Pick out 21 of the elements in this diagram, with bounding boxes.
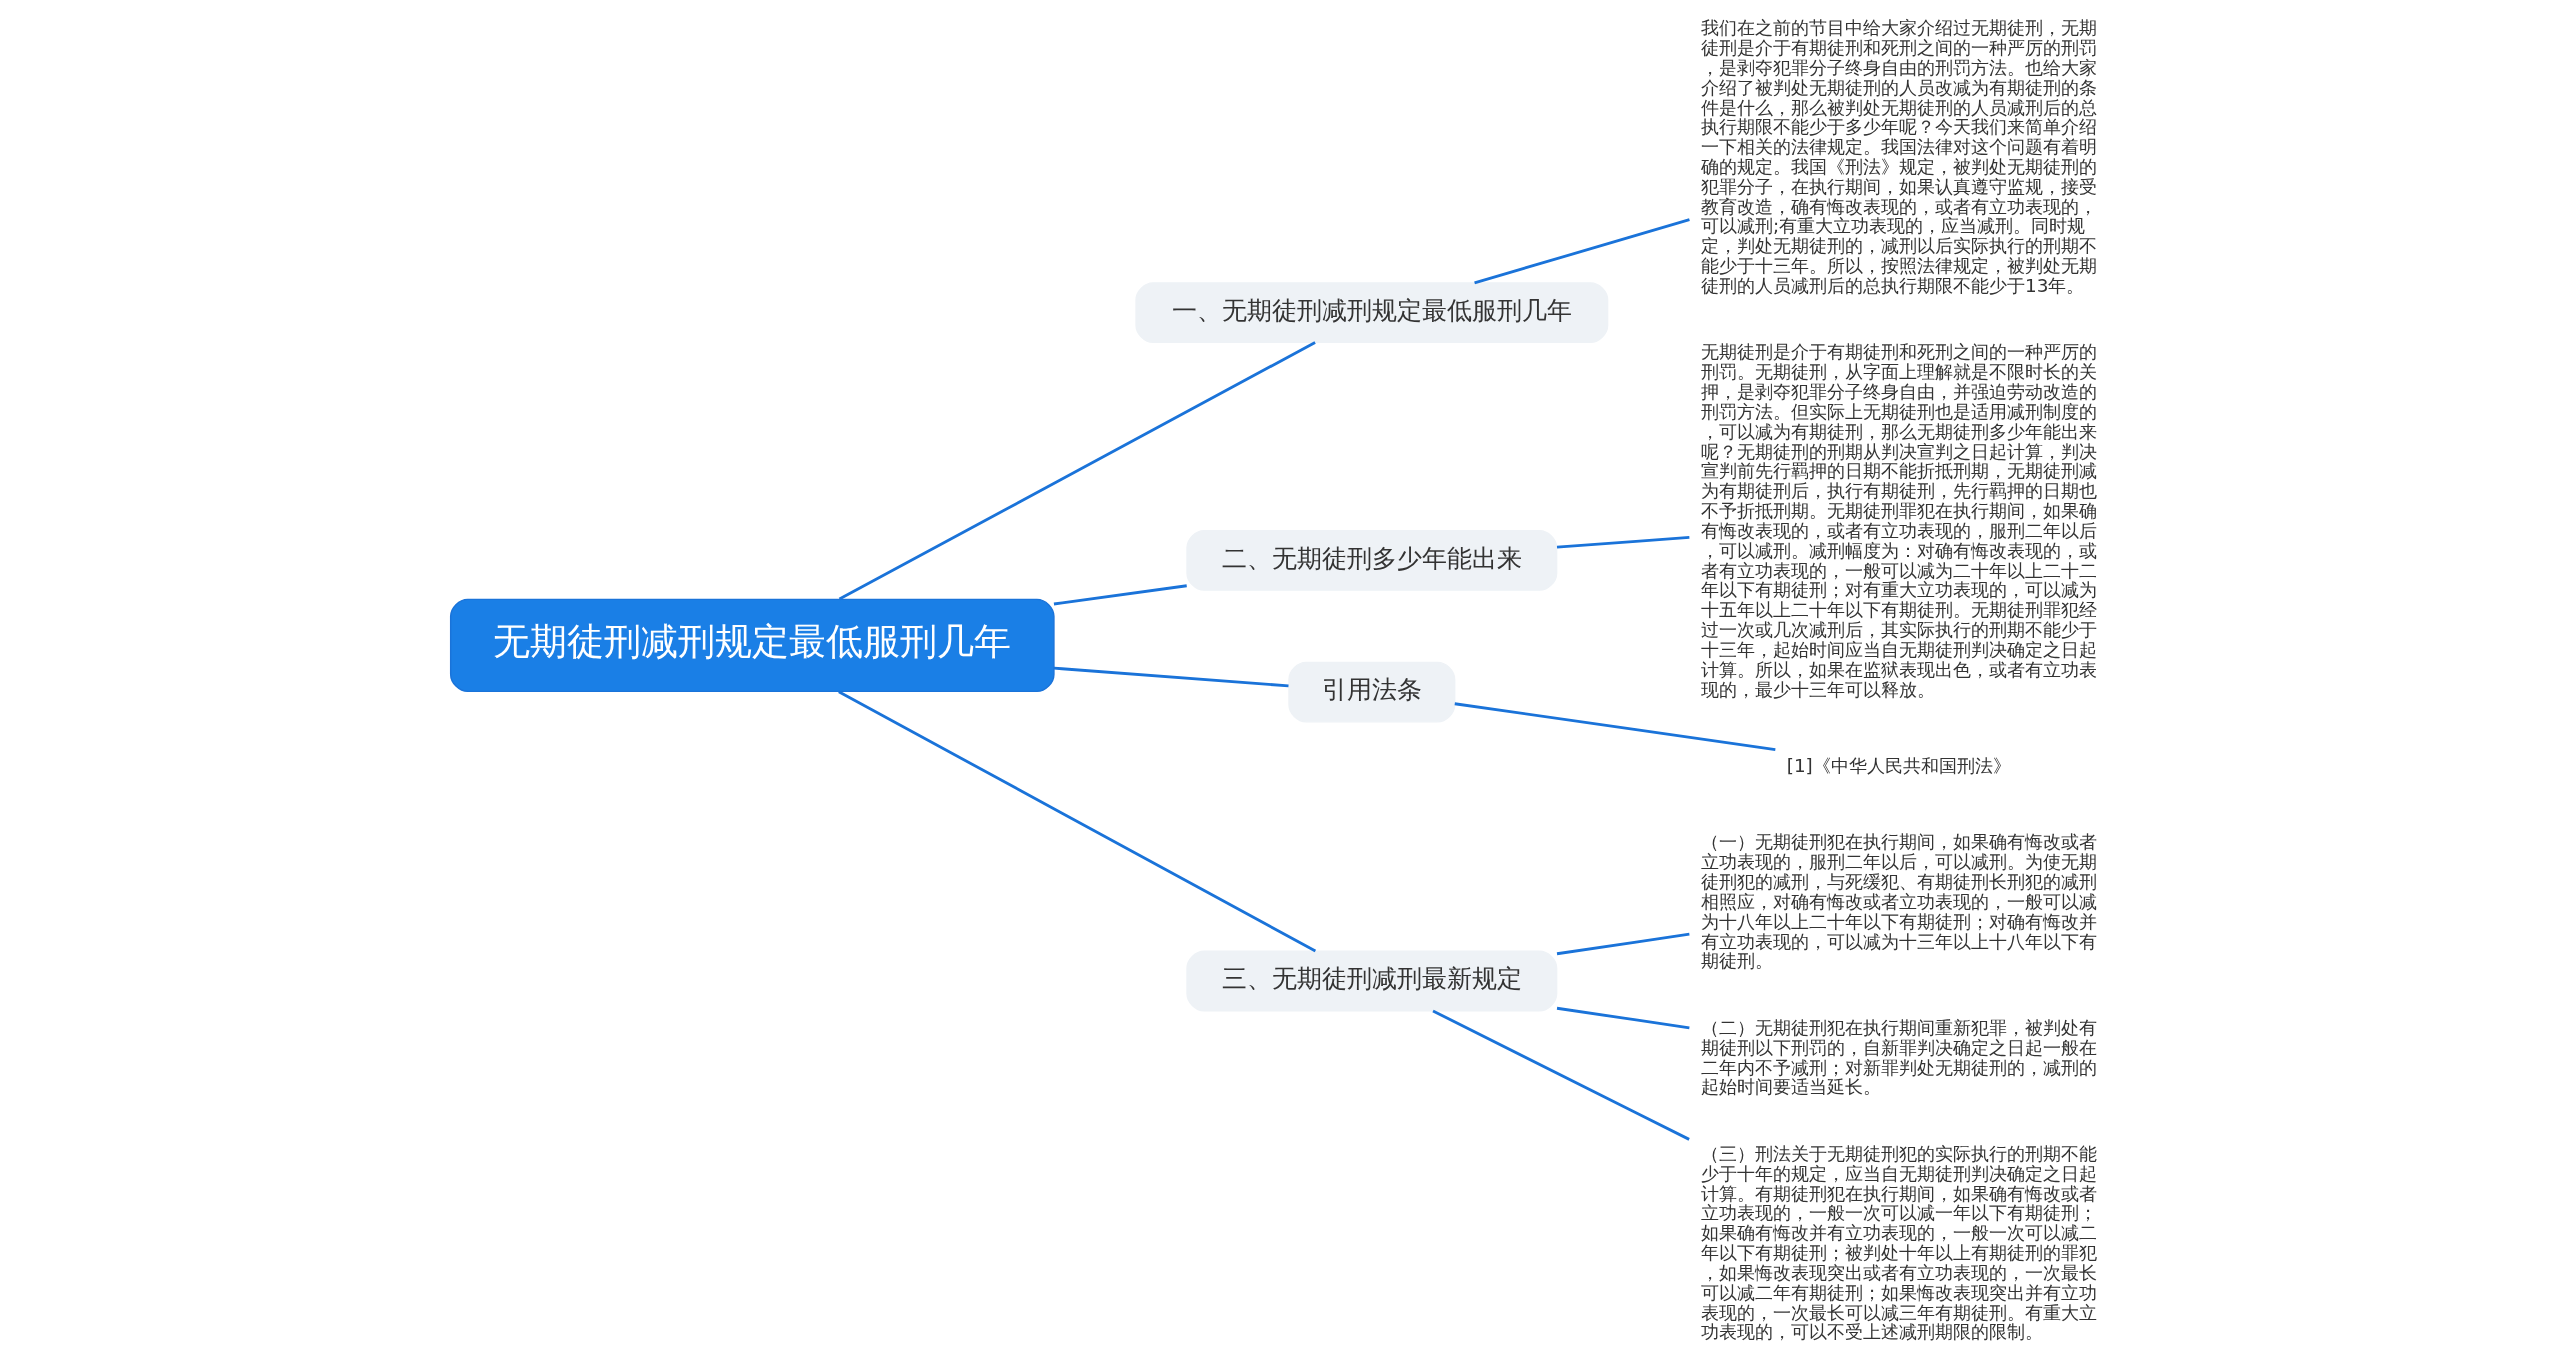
connector <box>1556 1006 1690 1030</box>
node-text: [1]《中华人民共和国刑法》 <box>1786 754 2011 776</box>
node-box: 无期徒刑减刑规定最低服刑几年 <box>449 598 1055 693</box>
connector <box>838 341 1316 601</box>
node-box: 三、无期徒刑减刑最新规定 <box>1185 950 1557 1012</box>
connector <box>1454 702 1776 751</box>
connector <box>1053 584 1187 606</box>
connector <box>837 690 1316 953</box>
connector <box>1431 1009 1690 1141</box>
node-box: 二、无期徒刑多少年能出来 <box>1185 530 1557 591</box>
node-text: （一）无期徒刑犯在执行期间，如果确有悔改或者立功表现的，服刑二年以后，可以减刑。为使无期徒刑犯的减刑，与死缓犯、有期徒刑长刑犯的减刑相照应，对确有悔改或者立功表现的，一般可以减为十八年以上二十年以下有期徒刑；对确有悔改并有立功表现的，可以减为十三年以上十八年以下有期徒刑。 <box>1700 831 2097 972</box>
node-text: （二）无期徒刑犯在执行期间重新犯罪，被判处有期徒刑以下刑罚的，自新罪判决确定之日起一般在二年内不予减刑；对新罪判处无期徒刑的，减刑的起始时间要适当延长。 <box>1700 1016 2097 1098</box>
node-box: 引用法条 <box>1287 661 1455 723</box>
connector <box>1556 536 1689 549</box>
node-text: 无期徒刑是介于有期徒刑和死刑之间的一种严厉的刑罚。无期徒刑，从字面上理解就是不限时长的关押，是剥夺犯罪分子终身自由，并强迫劳动改造的刑罚方法。但实际上无期徒刑也是适用减刑制度的，可以减为有期徒刑，那么无期徒刑多少年能出来呢？无期徒刑的刑期从判决宣判之日起计算，判决宣判前先行羁押的日期不能折抵刑期，无期徒刑减为有期徒刑后，执行有期徒刑，先行羁押的日期也不予折抵刑期。无期徒刑罪犯在执行期间，如果确有悔改表现的，或者有立功表现的，服刑二年以后，可以减刑。减刑幅度为：对确有悔改表现的，或者有立功表现的，一般可以减为二十年以上二十二年以下有期徒刑；对有重大立功表现的，可以减为十五年以上二十年以下有期徒刑。无期徒刑罪犯经过一次或几次减刑后，其实际执行的刑期不能少于十三年，起始时间应当自无期徒刑判决确定之日起计算。所以，如果在监狱表现出色，或者有立功表现的，最少十三年可以释放。 <box>1700 341 2097 700</box>
node-box: 一、无期徒刑减刑规定最低服刑几年 <box>1134 282 1608 344</box>
connector <box>1556 932 1690 956</box>
connector <box>1473 218 1690 285</box>
connector <box>1053 666 1289 688</box>
node-text: （三）刑法关于无期徒刑犯的实际执行的刑期不能少于十年的规定，应当自无期徒刑判决确定之日起计算。有期徒刑犯在执行期间，如果确有悔改或者立功表现的，一般一次可以减一年以下有期徒刑；如果确有悔改并有立功表现的，一般一次可以减二年以下有期徒刑；被判处十年以上有期徒刑的罪犯，如果悔改表现突出或者有立功表现的，一次最长可以减二年有期徒刑；如果悔改表现突出并有立功表现的，一次最长可以减三年有期徒刑。有重大立功表现的，可以不受上述减刑期限的限制。 <box>1700 1143 2097 1343</box>
node-text: 我们在之前的节目中给大家介绍过无期徒刑，无期徒刑是介于有期徒刑和死刑之间的一种严厉的刑罚，是剥夺犯罪分子终身自由的刑罚方法。也给大家介绍了被判处无期徒刑的人员改减为有期徒刑的条件是什么，那么被判处无期徒刑的人员减刑后的总执行期限不能少于多少年呢？今天我们来简单介绍一下相关的法律规定。我国法律对这个问题有着明确的规定。我国《刑法》规定，被判处无期徒刑的犯罪分子，在执行期间，如果认真遵守监规，接受教育改造，确有悔改表现的，或者有立功表现的，可以减刑;有重大立功表现的，应当减刑。同时规定，判处无期徒刑的，减刑以后实际执行的刑期不能少于十三年。所以，按照法律规定，被判处无期徒刑的人员减刑后的总执行期限不能少于13年。 <box>1700 17 2097 296</box>
